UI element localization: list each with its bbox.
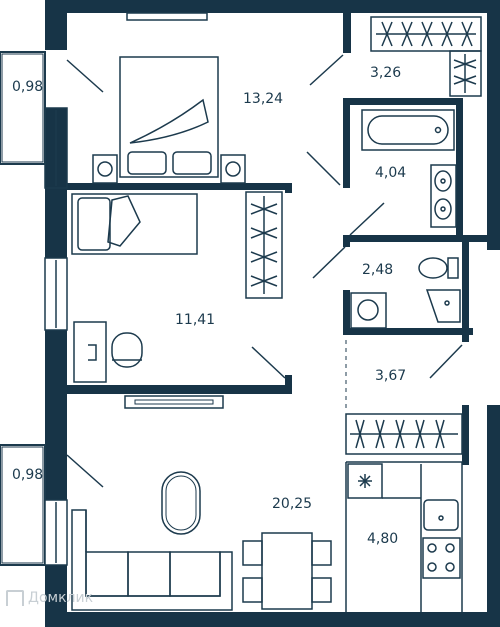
wall-bath-bottom [343, 235, 488, 242]
door-bedroom [309, 54, 344, 86]
wardrobe-children [245, 191, 283, 299]
wall-right-upper [487, 0, 500, 250]
wall-left-6 [45, 565, 67, 627]
wall-toilet-left [343, 290, 350, 335]
kitchen-counter [345, 461, 463, 612]
door-bath-swing [349, 202, 385, 236]
area-children-room: 11,41 [175, 312, 215, 328]
wall-bedroom-bottom [67, 183, 292, 190]
wall-riser [470, 235, 500, 242]
area-bathroom: 4,04 [375, 165, 406, 181]
area-kitchen: 4,80 [367, 531, 398, 547]
bed-single [71, 193, 198, 255]
wall-right-lower [487, 405, 500, 627]
windows [44, 107, 68, 566]
wall-stub [285, 183, 292, 193]
dining-table [242, 532, 332, 610]
wall-left-1 [45, 0, 67, 50]
door-bathroom [306, 151, 341, 186]
wall-toilet-right [462, 242, 469, 342]
rug-oval [161, 471, 201, 535]
sinks [430, 164, 457, 228]
watermark-text: Домклик [28, 590, 94, 606]
washing-machine [350, 292, 387, 329]
fridge-icon [358, 474, 372, 488]
wall-bottom [45, 612, 500, 627]
area-wardrobe: 3,26 [370, 65, 401, 81]
wall-children-door [285, 375, 292, 394]
door-entry [429, 344, 463, 379]
house-icon [6, 590, 24, 606]
wall-kitchen-right [462, 405, 469, 465]
bathtub [361, 109, 455, 151]
door-toilet [312, 246, 346, 279]
sofa [71, 509, 233, 611]
wall-wardrobe-left [343, 13, 351, 53]
wall-top [45, 0, 500, 13]
area-balcony-top: 0,98 [12, 79, 43, 95]
kitchen-wardrobe [345, 413, 463, 455]
wall-wardrobe-bottom [343, 98, 463, 105]
wall-toilet-stub [343, 235, 350, 247]
area-balcony-bottom: 0,98 [12, 467, 43, 483]
wall-children-bottom [67, 385, 292, 394]
toilet-sink [425, 289, 461, 323]
area-hallway: 3,67 [375, 368, 406, 384]
wall-bath-right [456, 98, 463, 238]
wardrobe-rail [370, 16, 482, 97]
watermark: Домклик [6, 590, 93, 606]
wall-left-5 [45, 440, 67, 500]
tv-stand [124, 395, 224, 409]
area-toilet: 2,48 [362, 262, 393, 278]
walls [45, 0, 500, 627]
door-children [251, 346, 286, 379]
wall-bath-left [343, 98, 350, 188]
area-bedroom: 13,24 [243, 91, 283, 107]
desk [73, 321, 143, 383]
wall-left-4 [45, 330, 67, 440]
area-living-room: 20,25 [272, 496, 312, 512]
bed-double [92, 12, 246, 184]
wall-toilet-bottom [343, 328, 473, 335]
wall-left-3 [45, 188, 67, 258]
toilet-fixture [418, 257, 459, 279]
